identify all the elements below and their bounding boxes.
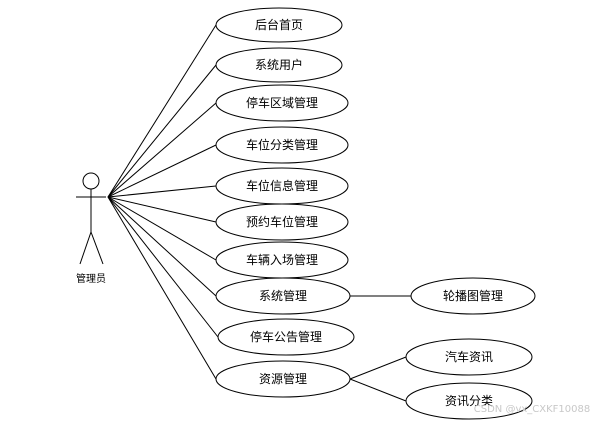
use-case-uc_users: 系统用户 [215,47,343,83]
use-case-label: 汽车资讯 [445,349,493,364]
actor-right-leg [90,231,104,265]
association-uc_newscat [349,378,407,402]
use-case-ellipse [215,7,343,43]
use-case-label: 车辆入场管理 [246,252,318,267]
use-case-ellipse [405,382,533,420]
use-case-ellipse [217,318,355,356]
actor-head-icon [82,172,100,190]
use-case-label: 资源管理 [259,371,307,386]
use-case-ellipse [215,203,349,241]
use-case-uc_newscat: 资讯分类 [405,382,533,420]
use-case-ellipse [215,47,343,83]
use-case-uc_notice: 停车公告管理 [217,318,355,356]
use-case-uc_system: 系统管理 [215,277,351,315]
use-case-ellipse [215,126,349,164]
actor-label: 管理员 [76,272,106,285]
use-case-ellipse [215,360,351,398]
association-uc_carnews [349,356,407,380]
use-case-uc_carnews: 汽车资讯 [405,338,533,376]
association-uc_home [107,24,217,198]
use-case-label: 停车区域管理 [246,95,318,110]
use-case-label: 轮播图管理 [443,288,503,303]
association-uc_area [107,102,217,198]
use-case-uc_resource: 资源管理 [215,360,351,398]
association-uc_entry [107,196,217,261]
use-case-label: 预约车位管理 [246,214,318,229]
use-case-ellipse [215,277,351,315]
use-case-uc_entry: 车辆入场管理 [215,241,349,279]
use-case-ellipse [405,338,533,376]
use-case-ellipse [410,277,536,315]
association-uc_spotcat [107,144,217,198]
use-case-label: 系统用户 [255,57,303,72]
association-uc_spotinfo [107,185,217,198]
use-case-label: 资讯分类 [445,394,493,408]
use-case-label: 后台首页 [255,17,303,32]
use-case-label: 停车公告管理 [250,329,322,344]
association-uc_system [107,196,217,297]
association-uc_users [107,64,217,198]
use-case-label: 车位信息管理 [246,178,318,193]
use-case-uc_spotcat: 车位分类管理 [215,126,349,164]
actor-left-leg [79,231,92,265]
use-case-ellipse [215,84,349,122]
association-uc_reserve [107,196,217,223]
actor-administrator: 管理员 [76,172,106,285]
use-case-uc_carousel: 轮播图管理 [410,277,536,315]
use-case-uc_area: 停车区域管理 [215,84,349,122]
association-uc_resource [107,196,217,380]
use-case-label: 车位分类管理 [246,137,318,152]
association-lines [107,24,411,402]
use-case-nodes: 后台首页系统用户停车区域管理车位分类管理车位信息管理预约车位管理车辆入场管理系统… [215,7,536,420]
use-case-uc_spotinfo: 车位信息管理 [215,167,349,205]
use-case-label: 系统管理 [259,288,307,303]
use-case-uc_home: 后台首页 [215,7,343,43]
use-case-uc_reserve: 预约车位管理 [215,203,349,241]
association-uc_notice [107,196,219,338]
watermark: CSDN @vx_CXKF10088 [474,404,590,415]
